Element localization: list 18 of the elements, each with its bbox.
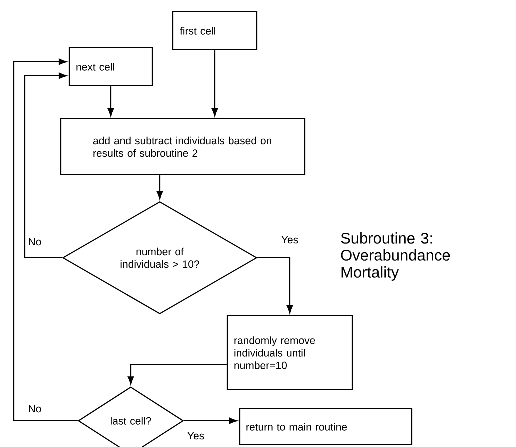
edge-label: No — [27, 237, 43, 247]
arrow — [156, 176, 164, 200]
edge-label: No — [27, 404, 43, 414]
title: Subroutine 3: Overabundance Mortality — [341, 232, 450, 281]
arrow — [212, 50, 218, 117]
arrow — [13, 58, 78, 422]
arrow — [128, 364, 227, 385]
arrow — [258, 257, 294, 314]
arrow — [108, 86, 114, 117]
process-box: first cell — [172, 11, 258, 51]
process-box: next cell — [68, 47, 154, 87]
arrow — [184, 418, 238, 424]
edge-label: Yes — [186, 431, 206, 441]
process-box: randomly remove individuals until number=10 — [226, 315, 354, 391]
process-box: add and subtract individuals based on results of subroutine 2 — [60, 118, 306, 176]
edge-label: Yes — [280, 235, 300, 245]
process-box: return to main routine — [239, 408, 413, 446]
arrow — [24, 72, 68, 259]
